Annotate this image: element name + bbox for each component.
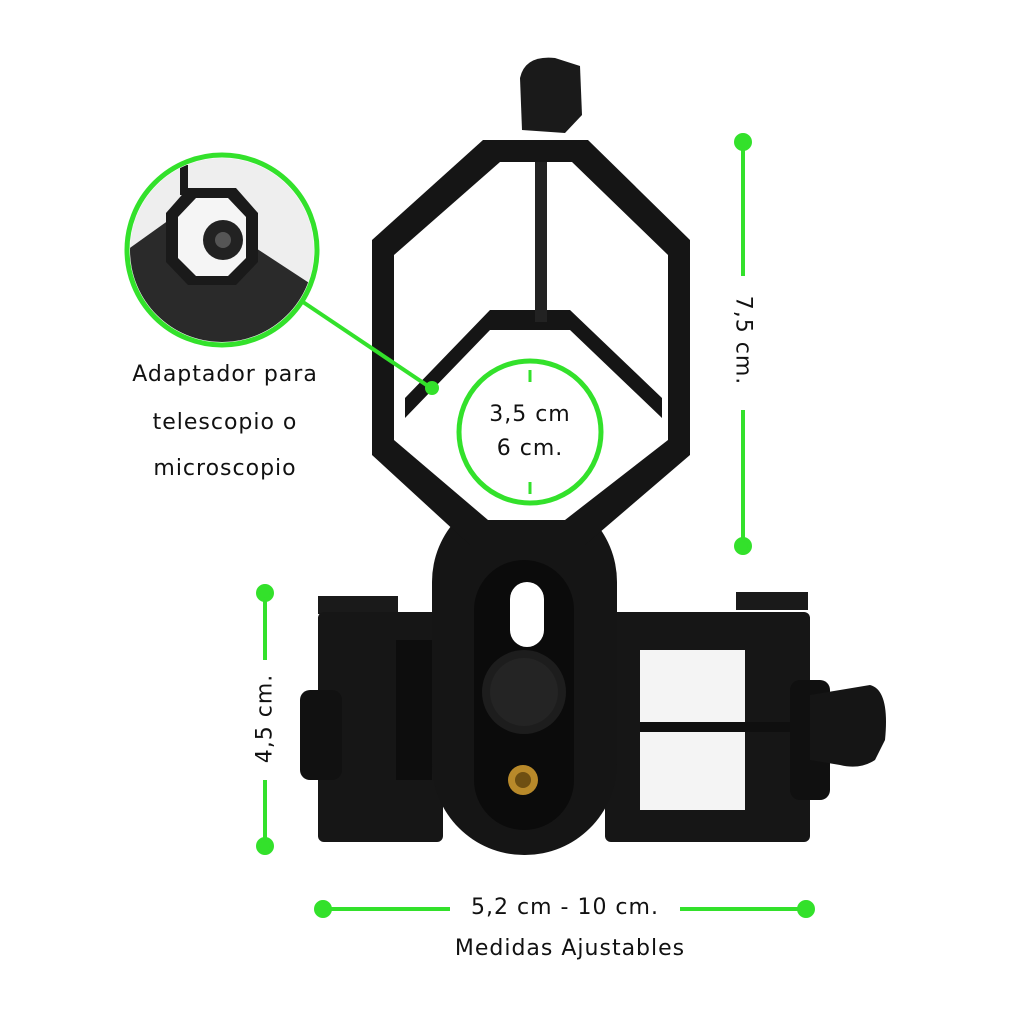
dimension-markers [124, 133, 815, 918]
clamp-knob-icon[interactable] [810, 685, 886, 767]
eyepiece-min-label: 3,5 cm [489, 402, 571, 427]
height-dimension-label: 7,5 cm. [730, 295, 756, 386]
callout-line-1: Adaptador para [132, 362, 318, 387]
telescope-eyepiece-detail-icon [130, 158, 314, 342]
width-range-label: 5,2 cm - 10 cm. [471, 895, 659, 920]
callout-line-3: microscopio [153, 456, 297, 481]
clamp-height-dimension-label: 4,5 cm. [252, 673, 278, 764]
phone-clamp [300, 592, 886, 842]
mount-arm [432, 490, 617, 855]
top-knob-icon[interactable] [520, 57, 582, 133]
caption: Medidas Ajustables [454, 936, 686, 961]
eyepiece-max-label: 6 cm. [496, 436, 564, 461]
callout-line-2: telescopio o [152, 410, 298, 435]
